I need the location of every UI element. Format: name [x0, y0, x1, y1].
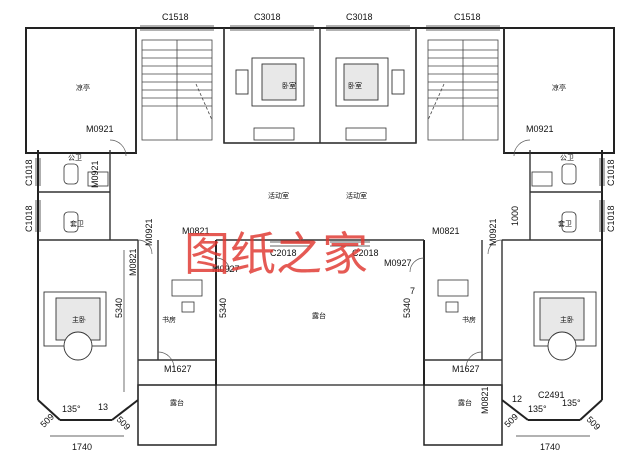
dim-center-right-height: 5340 — [402, 298, 412, 318]
bed-master-right — [533, 291, 597, 361]
room-wc-right: 公卫 — [560, 154, 574, 162]
room-activity-left: 活动室 — [268, 191, 289, 200]
window-label-c1518-left: C1518 — [162, 12, 189, 22]
dimension-lines — [50, 250, 590, 437]
dim-small-1000: 1000 — [510, 206, 520, 226]
room-pavilion-left: 凉亭 — [76, 83, 90, 92]
room-bedroom-right: 卧室 — [348, 81, 362, 90]
door-label-bath-left: M0921 — [144, 218, 154, 246]
dim-bottom-left-width: 1740 — [72, 442, 92, 452]
bed-master-left — [43, 291, 107, 361]
room-master-right: 主卧 — [560, 315, 574, 324]
door-label-center-right: M0927 — [384, 258, 412, 268]
door-label-wc-left: M0921 — [90, 160, 100, 188]
dim-left-height: 5340 — [114, 298, 124, 318]
dim-mark-7: 7 — [410, 286, 415, 296]
door-label-center-left: M0927 — [212, 264, 240, 274]
stair-left — [141, 39, 213, 141]
dim-angle-1: 135° — [62, 404, 81, 414]
window-label-c1518-right: C1518 — [454, 12, 481, 22]
interior-walls — [38, 28, 602, 400]
room-pavilion-right: 凉亭 — [552, 83, 566, 92]
study-furniture — [171, 279, 469, 313]
door-label-pavilion-right: M0921 — [526, 124, 554, 134]
window-label-c3018-right: C3018 — [346, 12, 373, 22]
room-master-left: 主卧 — [72, 315, 86, 324]
stair-right — [427, 39, 499, 141]
dim-angle-3: 135° — [562, 398, 581, 408]
door-label-study-left: M1627 — [164, 364, 192, 374]
room-bath-left: 套卫 — [70, 219, 84, 228]
bath-fixtures — [63, 163, 577, 233]
window-strips — [35, 25, 605, 247]
room-terrace-left: 露台 — [170, 398, 184, 407]
door-swings — [109, 139, 531, 369]
bed-top-right — [335, 57, 405, 107]
dim-center-left-height: 5340 — [218, 298, 228, 318]
window-label-c1018-left-upper: C1018 — [24, 159, 34, 186]
dim-angle-2: 135° — [528, 404, 547, 414]
window-label-c1018-right-upper: C1018 — [606, 159, 616, 186]
room-terrace-right: 露台 — [458, 398, 472, 407]
door-label-inner-left-1: M0821 — [182, 226, 210, 236]
room-study-left: 书房 — [162, 315, 176, 324]
door-label-inner-left-2: M0821 — [128, 248, 138, 276]
door-label-bottom-right-wall: M0821 — [480, 386, 490, 414]
window-label-c3018-left: C3018 — [254, 12, 281, 22]
bed-top-left — [235, 57, 305, 107]
dim-corner-4: 509 — [585, 414, 603, 432]
room-activity-right: 活动室 — [346, 191, 367, 200]
door-label-study-right: M1627 — [452, 364, 480, 374]
room-study-right: 书房 — [462, 315, 476, 324]
dim-small-12: 12 — [512, 394, 522, 404]
door-label-pavilion-left: M0921 — [86, 124, 114, 134]
window-label-c2018-right: C2018 — [352, 248, 379, 258]
room-terrace-center: 露台 — [312, 311, 326, 320]
window-label-c1018-right-lower: C1018 — [606, 205, 616, 232]
watermark-text: 图纸之家 — [184, 227, 368, 281]
dim-bottom-right-width: 1740 — [540, 442, 560, 452]
room-bath-right: 套卫 — [558, 219, 572, 228]
dim-small-13: 13 — [98, 402, 108, 412]
room-wc-left: 公卫 — [68, 154, 82, 162]
door-label-bath-right: M0921 — [488, 218, 498, 246]
window-label-c2491: C2491 — [538, 390, 565, 400]
room-bedroom-left: 卧室 — [282, 81, 296, 90]
window-label-c1018-left-lower: C1018 — [24, 205, 34, 232]
wardrobe-top — [253, 127, 387, 141]
door-label-inner-right-1: M0821 — [432, 226, 460, 236]
dim-corner-3: 509 — [502, 412, 520, 430]
window-label-c2018-left: C2018 — [270, 248, 297, 258]
